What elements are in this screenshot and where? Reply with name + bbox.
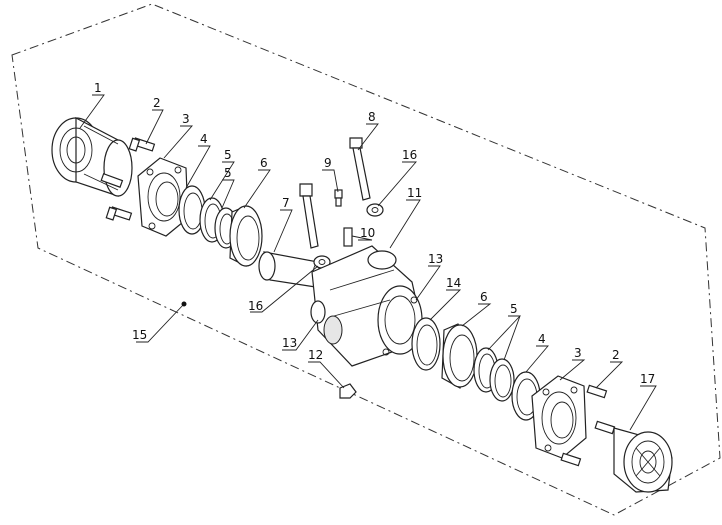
part-15-indicator-dot [181, 301, 187, 307]
callout-13-left: 13 [282, 336, 297, 350]
part-16-washers [313, 203, 384, 269]
callout-14: 14 [446, 276, 461, 290]
callout-5-left-a: 5 [224, 148, 232, 162]
callout-10: 10 [360, 226, 375, 240]
part-5-rings-right [473, 347, 515, 402]
callout-6-right: 6 [480, 290, 488, 304]
part-2-bolts-right [560, 384, 616, 467]
part-2-bolts-left [105, 137, 156, 221]
callout-6-left: 6 [260, 156, 268, 170]
callout-2-left: 2 [153, 96, 161, 110]
callout-17: 17 [640, 372, 655, 386]
callout-12: 12 [308, 348, 323, 362]
callout-labels: 1 2 3 4 5 5 6 7 8 9 16 10 11 16 13 13 14… [94, 81, 655, 386]
callout-7: 7 [282, 196, 290, 210]
callout-8: 8 [368, 110, 376, 124]
callout-4-left: 4 [200, 132, 208, 146]
callout-3-left: 3 [182, 112, 190, 126]
part-1-end-cover [51, 117, 133, 197]
part-6-bearing-left [229, 205, 263, 267]
part-17-end-cover [613, 427, 673, 493]
part-9-screw [334, 189, 343, 207]
callout-9: 9 [324, 156, 332, 170]
callout-15: 15 [132, 328, 147, 342]
part-10-pin [343, 227, 353, 247]
part-3-flange-right [531, 375, 587, 459]
callout-16-bottom: 16 [248, 299, 263, 313]
part-8-long-bolt [349, 137, 371, 201]
callout-3-right: 3 [574, 346, 582, 360]
callout-4-right: 4 [538, 332, 546, 346]
callout-13-right: 13 [428, 252, 443, 266]
assembly-boundary [11, 3, 721, 516]
callout-2-right: 2 [612, 348, 620, 362]
long-bolt-left [299, 183, 319, 249]
leader-lines [79, 94, 657, 431]
callout-5-left-b: 5 [224, 166, 232, 180]
part-6-bearing-right [441, 323, 478, 389]
callout-11: 11 [407, 186, 422, 200]
part-14-ring [411, 317, 441, 371]
callout-16-top: 16 [402, 148, 417, 162]
callout-5-right: 5 [510, 302, 518, 316]
callout-1: 1 [94, 81, 102, 95]
part-11-housing [310, 245, 423, 367]
